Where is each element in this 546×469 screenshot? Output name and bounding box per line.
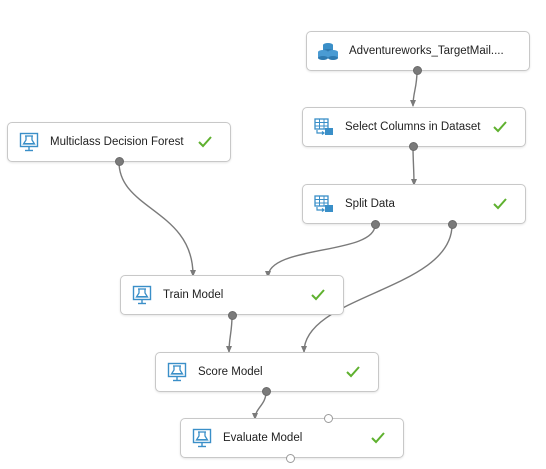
connection-select-to-split — [412, 146, 415, 186]
output-port[interactable] — [228, 311, 237, 320]
arrowhead-select — [410, 100, 416, 107]
dataset-icon — [316, 39, 340, 63]
checkmark-icon — [369, 429, 387, 447]
module-label: Select Columns in Dataset — [345, 121, 481, 133]
connection-train-to-score — [228, 315, 233, 353]
module-label: Train Model — [163, 289, 224, 301]
checkmark-icon — [309, 286, 327, 304]
checkmark-icon — [491, 118, 509, 136]
output-port[interactable] — [262, 387, 271, 396]
module-label: Multiclass Decision Forest — [50, 136, 184, 148]
module-select-columns[interactable]: Select Columns in Dataset — [302, 107, 526, 147]
output-port[interactable] — [413, 66, 422, 75]
connection-split-to-train — [267, 224, 376, 278]
table-transform-icon — [312, 192, 336, 216]
module-score-model[interactable]: Score Model — [155, 352, 379, 392]
module-split-data[interactable]: Split Data — [302, 184, 526, 224]
module-train-model[interactable]: Train Model — [120, 275, 344, 315]
input-port-unconnected[interactable] — [324, 414, 333, 423]
connection-forest-to-train — [118, 161, 194, 276]
output-port-right[interactable] — [448, 220, 457, 229]
model-icon — [190, 426, 214, 450]
connection-dataset-to-select — [412, 70, 418, 107]
connection-score-to-evaluate — [254, 391, 267, 420]
model-icon — [165, 360, 189, 384]
table-transform-icon — [312, 115, 336, 139]
module-multiclass-decision-forest[interactable]: Multiclass Decision Forest — [7, 122, 231, 162]
module-evaluate-model[interactable]: Evaluate Model — [180, 418, 404, 458]
model-icon — [17, 130, 41, 154]
checkmark-icon — [196, 133, 214, 151]
output-port[interactable] — [115, 157, 124, 166]
model-icon — [130, 283, 154, 307]
output-port-unconnected[interactable] — [286, 454, 295, 463]
module-label: Score Model — [198, 366, 263, 378]
module-dataset[interactable]: Adventureworks_TargetMail.... — [306, 31, 530, 71]
output-port-left[interactable] — [371, 220, 380, 229]
checkmark-icon — [344, 363, 362, 381]
module-label: Adventureworks_TargetMail.... — [349, 45, 504, 57]
output-port[interactable] — [409, 142, 418, 151]
module-label: Evaluate Model — [223, 432, 303, 444]
checkmark-icon — [491, 195, 509, 213]
module-label: Split Data — [345, 198, 395, 210]
